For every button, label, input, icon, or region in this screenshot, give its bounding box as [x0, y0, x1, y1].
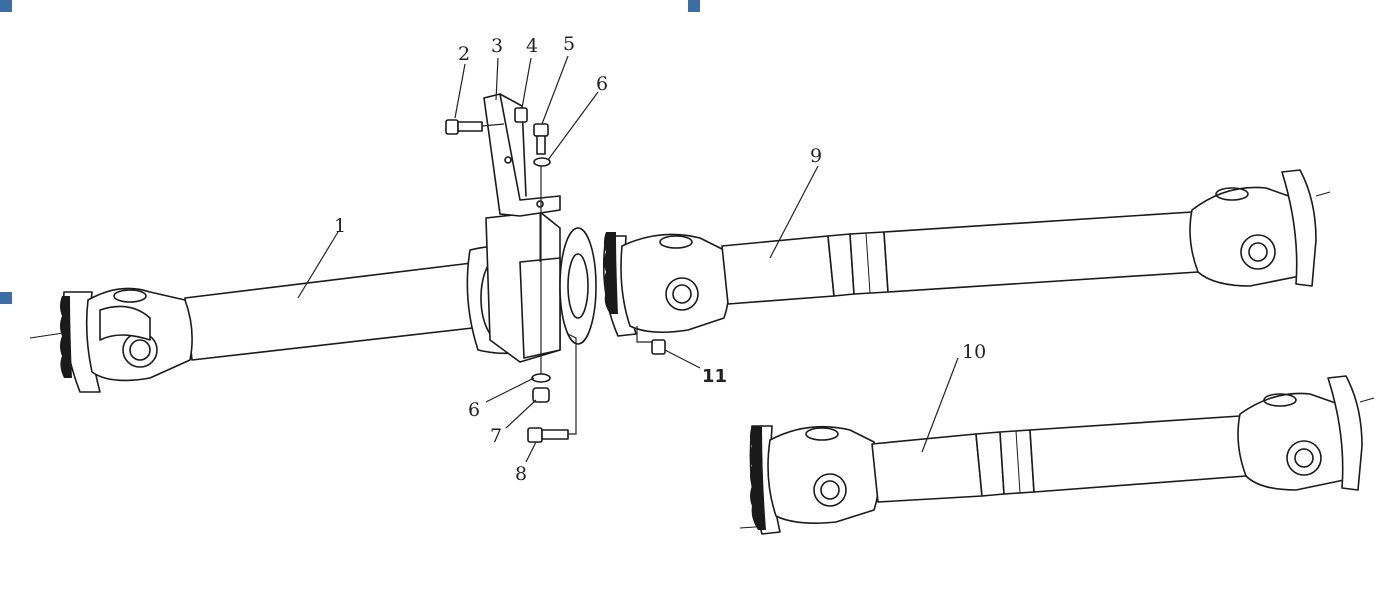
corner-marker-top-left — [0, 0, 12, 12]
label-part-1: 1 — [334, 215, 346, 237]
bolt-5 — [533, 123, 549, 155]
bolt-8 — [527, 333, 577, 443]
label-part-4: 4 — [526, 35, 538, 57]
label-part-6-upper: 6 — [596, 73, 608, 95]
bolt-2 — [445, 119, 505, 135]
leader-lines — [297, 55, 959, 463]
front-shaft-1 — [29, 261, 491, 393]
label-part-8: 8 — [515, 463, 527, 485]
label-part-2: 2 — [458, 43, 470, 65]
nut-4 — [514, 107, 528, 123]
label-part-7: 7 — [490, 425, 502, 447]
nut-11 — [636, 326, 666, 355]
label-part-9: 9 — [810, 145, 822, 167]
part-labels: 1 2 3 4 5 6 6 7 8 9 10 11 — [334, 33, 986, 485]
center-bearing-assembly — [466, 211, 597, 363]
alternate-rear-shaft-10 — [739, 375, 1375, 535]
label-part-6-lower: 6 — [468, 399, 480, 421]
label-part-11: 11 — [702, 366, 727, 387]
label-part-10: 10 — [962, 341, 986, 363]
washer-6-upper — [533, 157, 551, 167]
label-part-3: 3 — [491, 35, 503, 57]
nut-7 — [532, 387, 550, 403]
corner-marker-left — [0, 292, 12, 304]
label-part-5: 5 — [563, 33, 575, 55]
corner-marker-top-middle — [688, 0, 700, 12]
washer-6-lower — [531, 373, 551, 383]
rear-shaft-9 — [602, 169, 1331, 337]
